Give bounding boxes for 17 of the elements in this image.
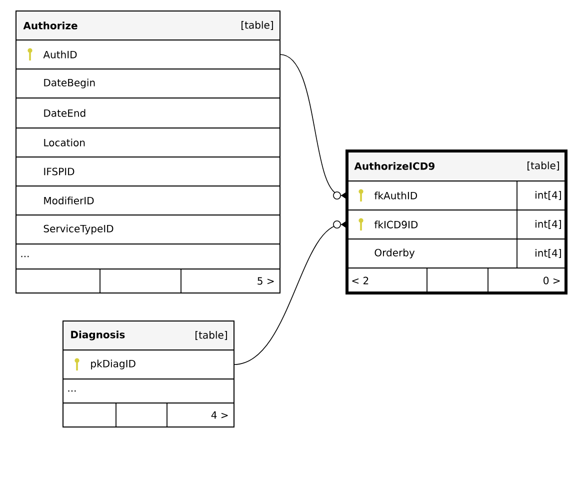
table-row: DateBegin bbox=[16, 68, 280, 98]
table-row: ... bbox=[16, 244, 280, 270]
table-row: Location bbox=[16, 128, 280, 158]
table-row: ... bbox=[62, 378, 234, 404]
table-row: ServiceTypeID bbox=[16, 214, 280, 244]
table-footer: < 2 0 > bbox=[346, 268, 566, 294]
table-row: ModifierID bbox=[16, 186, 280, 216]
table-row: pkDiagID bbox=[62, 350, 234, 380]
table-row: DateEnd bbox=[16, 98, 280, 128]
table-row: fkAuthID int[4] bbox=[346, 180, 566, 210]
table-row: Orderby int[4] bbox=[346, 238, 566, 268]
table-row: IFSPID bbox=[16, 156, 280, 186]
relationship-line bbox=[234, 220, 347, 365]
table-row: AuthID bbox=[16, 40, 280, 70]
table-footer: 5 > bbox=[16, 268, 280, 294]
table-row: fkICD9ID int[4] bbox=[346, 210, 566, 240]
table-footer: 4 > bbox=[62, 402, 234, 428]
